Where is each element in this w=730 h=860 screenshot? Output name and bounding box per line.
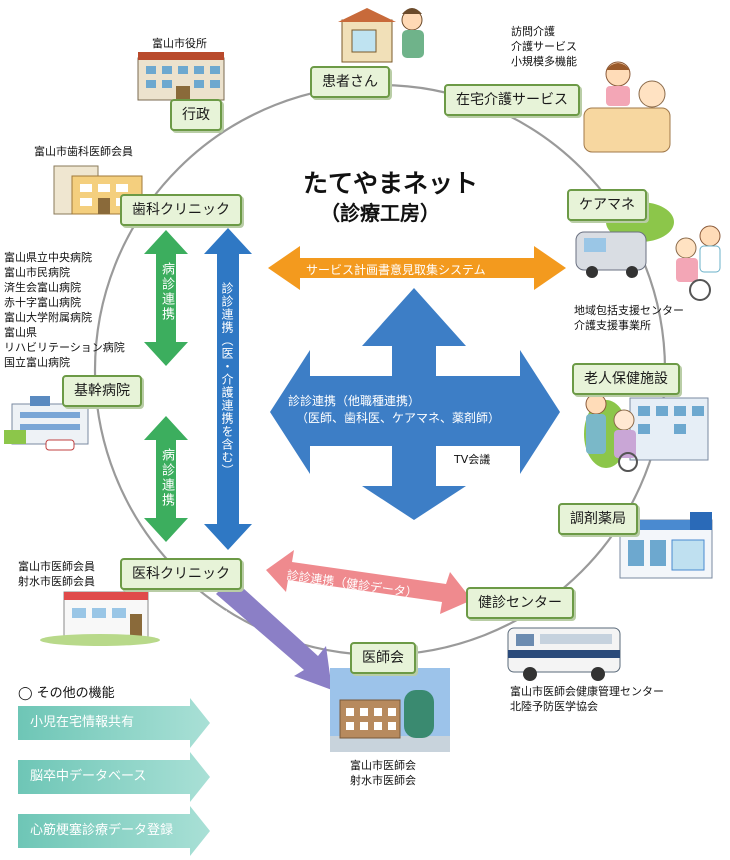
node-caremane[interactable]: ケアマネ: [567, 189, 647, 221]
center-label-1: 診診連携（他職種連携）: [288, 394, 421, 408]
center-label-2: （医師、歯科医、ケアマネ、薬剤師）: [296, 411, 501, 425]
service-arrow: [268, 246, 566, 290]
chiiki-label-1: 地域包括支援センター: [574, 304, 684, 317]
hospital-label-7: リハビリテーション病院: [4, 341, 125, 354]
node-kanja[interactable]: 患者さん: [310, 66, 390, 98]
diagram-subtitle: （診療工房）: [320, 201, 440, 225]
houmon-label-3: 小規模多機能: [511, 55, 577, 68]
hospital-label-1: 富山県立中央病院: [4, 251, 92, 264]
ishikai-org-label-2: 射水市医師会: [350, 774, 416, 787]
other-arrow-2: [18, 752, 210, 802]
other-item-3[interactable]: 心筋梗塞診療データ登録: [18, 814, 208, 848]
caremane-illustration: [575, 202, 721, 301]
node-kikan[interactable]: 基幹病院: [62, 375, 142, 407]
ishikai-org-label-1: 富山市医師会: [350, 759, 416, 772]
patient-illustration: [338, 8, 424, 63]
node-gyosei[interactable]: 行政: [170, 99, 222, 131]
tv-label: TV会議: [450, 451, 495, 467]
city-office-label: 富山市役所: [152, 37, 207, 50]
chiiki-label-2: 介護支援事業所: [574, 319, 651, 332]
nursing-home-illustration: [584, 393, 709, 472]
hospital-label-4: 赤十字富山病院: [4, 296, 81, 309]
dental-assoc-label: 富山市歯科医師会員: [34, 145, 133, 158]
other-functions-heading: ◯ その他の機能: [18, 686, 115, 701]
hospital-label-8: 国立富山病院: [4, 356, 70, 369]
gazou-arrow: [216, 578, 332, 690]
other-arrow-1: [18, 698, 210, 748]
houmon-label-2: 介護サービス: [511, 40, 577, 53]
byoushin-bottom-label: 病診連携: [159, 448, 174, 508]
byoushin-arrow-bottom: [144, 416, 188, 542]
node-shika[interactable]: 歯科クリニック: [120, 194, 242, 226]
node-chouzai[interactable]: 調剤薬局: [558, 503, 638, 535]
node-kenshin[interactable]: 健診センター: [466, 587, 574, 619]
kenshin-data-arrow: [266, 550, 472, 614]
other-item-2-label: 脳卒中データベース: [30, 769, 147, 784]
medical-assoc-illustration: [330, 668, 450, 752]
other-item-3-label: 心筋梗塞診療データ登録: [30, 823, 174, 838]
houmon-label-1: 訪問介護: [511, 25, 555, 38]
shinshin-label: 診診連携（医・介護連携を含む）: [220, 282, 234, 477]
clinic-member-label-2: 射水市医師会員: [18, 575, 95, 588]
hospital-label-5: 富山大学附属病院: [4, 311, 92, 324]
node-roujin[interactable]: 老人保健施設: [572, 363, 680, 395]
kenshin-org-label-1: 富山市医師会健康管理センター: [510, 685, 664, 698]
service-arrow-label: サービス計画書意見取集システム: [306, 263, 486, 277]
hospital-label-6: 富山県: [4, 326, 37, 339]
byoushin-arrow-top: [144, 230, 188, 366]
health-bus-illustration: [507, 627, 621, 681]
other-item-1-label: 小児在宅情報共有: [30, 715, 135, 730]
byoushin-top-label: 病診連携: [159, 262, 174, 322]
center-cross-arrow: [270, 288, 560, 520]
city-office-illustration: [137, 52, 225, 101]
hospital-label-3: 済生会富山病院: [4, 281, 81, 294]
hospital-label-2: 富山市民病院: [4, 266, 70, 279]
other-item-1[interactable]: 小児在宅情報共有: [18, 706, 208, 740]
node-ishikai[interactable]: 医師会: [350, 642, 416, 674]
shinshin-arrow: [204, 228, 252, 550]
node-zaitaku[interactable]: 在宅介護サービス: [444, 84, 580, 116]
kenshin-org-label-2: 北陸予防医学協会: [510, 700, 598, 713]
home-care-illustration: [583, 61, 671, 153]
clinic-member-label-1: 富山市医師会員: [18, 560, 95, 573]
other-arrow-3: [18, 806, 210, 856]
other-item-2[interactable]: 脳卒中データベース: [18, 760, 208, 794]
hospital-illustration: [4, 396, 89, 451]
diagram-title: たてやまネット: [303, 169, 479, 198]
clinic-illustration: [40, 591, 160, 646]
node-ika[interactable]: 医科クリニック: [120, 558, 242, 590]
